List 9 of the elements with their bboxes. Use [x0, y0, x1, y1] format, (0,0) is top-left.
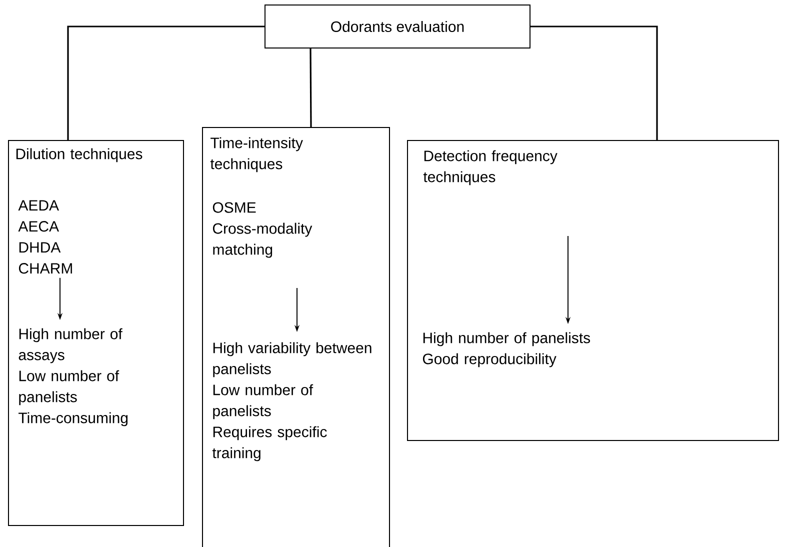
text-list: OSME Cross-modality matching	[212, 202, 312, 258]
connector-line	[530, 26, 658, 140]
text-list: AEDA AECA DHDA CHARM	[18, 200, 72, 274]
text-list: High number of panelists Good reproducibility	[422, 332, 590, 368]
connector-line	[67, 26, 264, 140]
title-box: Odorants evaluation	[264, 4, 530, 48]
text-list: High number of assays Low number of panelists Time-consuming	[18, 328, 128, 426]
text-list: High variability between panelists Low number of panelists Requires specific training	[212, 342, 372, 462]
connector-line	[310, 48, 312, 128]
